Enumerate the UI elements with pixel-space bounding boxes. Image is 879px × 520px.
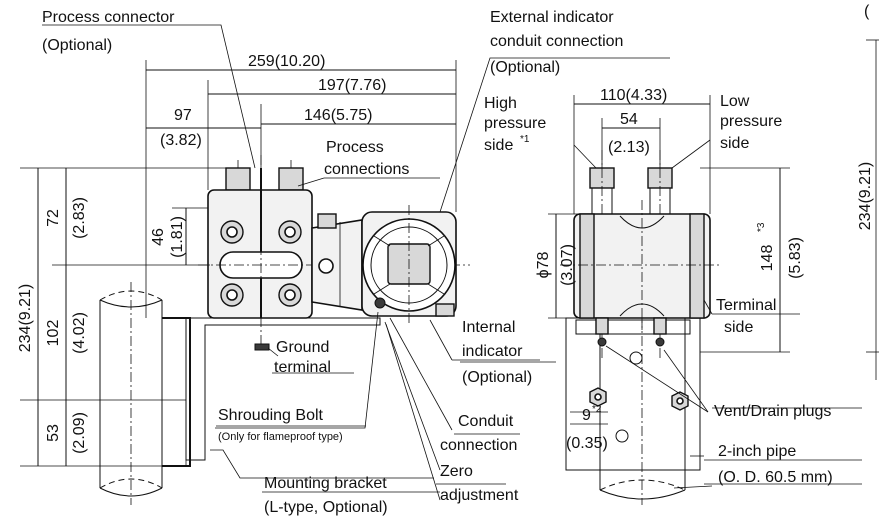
dim-102: 102 [45, 320, 62, 347]
capsule-body-left [198, 155, 470, 345]
right-view-labels: High pressure side *1 Low pressure side … [484, 3, 874, 486]
dim-148-footnote: *3 [756, 222, 767, 232]
ext-indicator-label-1: External indicator [490, 9, 614, 26]
low-pressure-label-1: Low [720, 93, 750, 110]
dim-total-width: 259(10.20) [248, 53, 325, 70]
dim-97-inch: (3.82) [160, 132, 202, 149]
left-view-labels: Process connector (Optional) 259(10.20) … [17, 9, 623, 516]
corner-paren: ( [864, 3, 870, 20]
dim-9: 9 [582, 407, 591, 424]
vent-drain-label: Vent/Drain plugs [714, 403, 831, 420]
high-pressure-label-3: side [484, 137, 513, 154]
high-pressure-label-1: High [484, 95, 517, 112]
dim-phi78: ϕ78 [535, 252, 552, 279]
internal-indicator-label-1: Internal [462, 319, 515, 336]
terminal-side-label-1: Terminal [716, 297, 776, 314]
ground-terminal-label-1: Ground [276, 339, 329, 356]
dim-148-inch: (5.83) [787, 237, 804, 279]
conduit-connection-label-1: Conduit [458, 413, 514, 430]
internal-indicator-label-2: indicator [462, 343, 523, 360]
left-view-dimension-lines [20, 24, 670, 501]
neck-left [311, 213, 363, 311]
shrouding-bolt-label: Shrouding Bolt [218, 407, 324, 424]
zero-adjustment-label-2: adjustment [440, 487, 519, 504]
pipe-label-2: (O. D. 60.5 mm) [718, 469, 833, 486]
capsule-right [560, 200, 720, 330]
internal-indicator-label-3: (Optional) [462, 369, 532, 386]
ext-indicator-label-3: (Optional) [490, 59, 560, 76]
dim-97: 97 [174, 107, 192, 124]
low-pressure-label-2: pressure [720, 113, 782, 130]
dim-72: 72 [45, 209, 62, 227]
low-pressure-label-3: side [720, 135, 749, 152]
shrouding-bolt-note: (Only for flameproof type) [218, 431, 343, 443]
high-pressure-footnote: *1 [520, 134, 530, 145]
dim-54-inch: (2.13) [608, 139, 650, 156]
process-connector-label: Process connector [42, 9, 175, 26]
dim-53-inch: (2.09) [71, 412, 88, 454]
conduit-connection-label-2: connection [440, 437, 517, 454]
high-pressure-label-2: pressure [484, 115, 546, 132]
zero-adjustment-label-1: Zero [440, 463, 473, 480]
left-view-geometry [99, 155, 470, 505]
dim-234-edge: 234(9.21) [857, 162, 874, 231]
dim-234: 234(9.21) [17, 284, 34, 353]
dim-72-inch: (2.83) [71, 197, 88, 239]
pipe-left [99, 282, 163, 505]
terminal-side-label-2: side [724, 319, 753, 336]
dim-46: 46 [150, 228, 167, 246]
mounting-bracket-label-2: (L-type, Optional) [264, 499, 388, 516]
dim-9-footnote: *2 [592, 404, 602, 415]
dim-102-inch: (4.02) [71, 312, 88, 354]
mounting-bracket-label-1: Mounting bracket [264, 475, 387, 492]
vent-drain-plugs-right [595, 317, 667, 347]
amplifier-housing-left [361, 205, 457, 325]
dim-197: 197(7.76) [318, 77, 387, 94]
process-connector-optional-label: (Optional) [42, 37, 112, 54]
dim-phi78-inch: (3.07) [559, 244, 576, 286]
dim-9-inch: (0.35) [566, 435, 608, 452]
process-connector-left [225, 160, 304, 191]
right-view-geometry [560, 150, 720, 505]
dim-46-inch: (1.81) [169, 216, 186, 258]
ext-indicator-label-2: conduit connection [490, 33, 623, 50]
mounting-bracket-left [185, 317, 381, 461]
ground-terminal-left [254, 343, 270, 351]
ground-terminal-label-2: terminal [274, 359, 331, 376]
dim-54: 54 [620, 111, 638, 128]
dim-148: 148 [759, 245, 776, 272]
pipe-label-1: 2-inch pipe [718, 443, 796, 460]
process-connections-label-1: Process [326, 139, 384, 156]
process-connections-label-2: connections [324, 161, 409, 178]
dim-110: 110(4.33) [600, 87, 667, 104]
dim-146: 146(5.75) [304, 107, 373, 124]
dim-53: 53 [45, 424, 62, 442]
right-view-dimension-lines [548, 39, 879, 489]
